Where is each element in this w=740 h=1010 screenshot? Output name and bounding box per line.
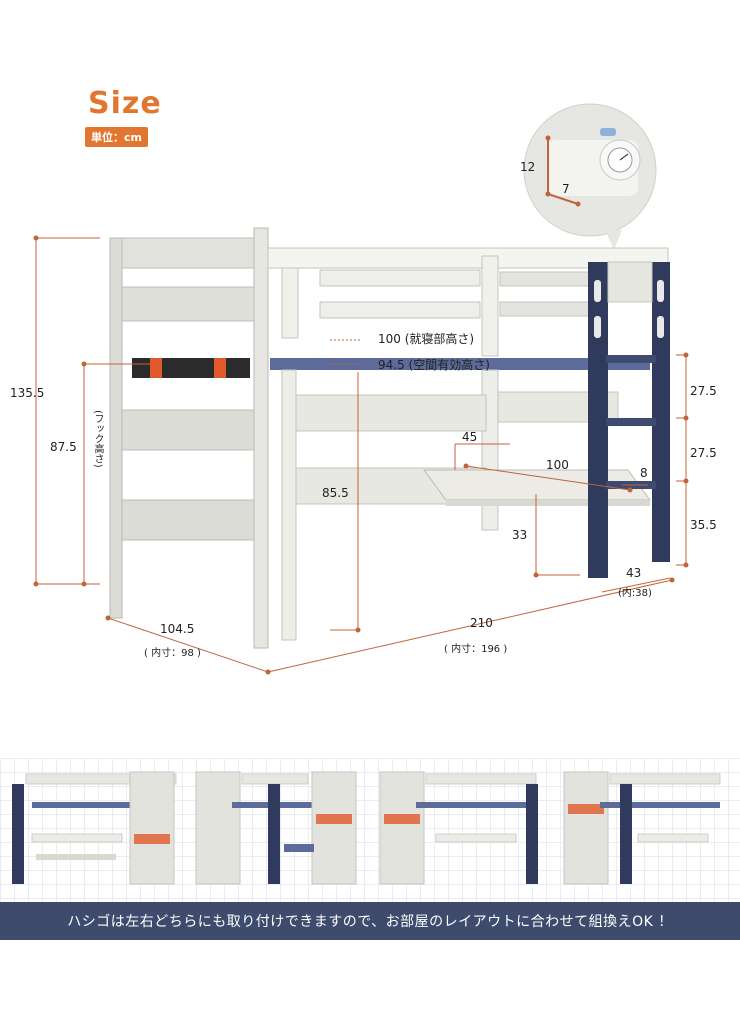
layout-thumb-4 — [563, 771, 721, 885]
desk-width-label: 100 — [546, 458, 569, 472]
hook-height-caption: (フック高さ) — [92, 410, 103, 468]
ladder — [588, 261, 670, 578]
layout-thumb-2 — [195, 771, 357, 885]
clock-inset — [523, 103, 657, 250]
bed-diagram — [33, 103, 689, 675]
desk-height-label: 33 — [512, 528, 528, 542]
total-height-label: 135.5 — [10, 386, 45, 400]
depth-label: 104.5 — [160, 622, 195, 636]
layout-thumb-3 — [379, 771, 538, 885]
size-title: Size — [88, 86, 162, 121]
hook-height-label: 87.5 — [50, 440, 77, 454]
desk-depth-label: 45 — [462, 430, 478, 444]
left-end-panel — [109, 227, 269, 649]
length-label: 210 — [470, 616, 493, 630]
length-inner-label: ( 内寸：196 ) — [444, 644, 508, 655]
desk-thickness-label: 8 — [640, 466, 648, 480]
clock-depth-label: 7 — [562, 182, 570, 196]
ladder-step-3-label: 35.5 — [690, 518, 717, 532]
ladder-inner-label: (内:38) — [618, 588, 652, 599]
clock-height-label: 12 — [520, 160, 536, 174]
banner-text: ハシゴは左右どちらにも取り付けできますので、お部屋のレイアウトに合わせて組換えO… — [67, 914, 673, 930]
layout-thumb-1 — [12, 771, 177, 885]
ladder-step-1-label: 27.5 — [690, 384, 717, 398]
ladder-width-label: 43 — [626, 566, 642, 580]
ladder-step-2-label: 27.5 — [690, 446, 717, 460]
dimension-lines — [33, 235, 689, 675]
bed-height-label: 100 (就寝部高さ) — [378, 332, 475, 346]
depth-inner-label: ( 内寸：98 ) — [144, 648, 201, 659]
underside-height-label: 85.5 — [322, 486, 349, 500]
layout-note-banner: ハシゴは左右どちらにも取り付けできますので、お部屋のレイアウトに合わせて組換えO… — [0, 902, 740, 940]
unit-badge: 単位：cm — [85, 127, 148, 147]
usable-height-label: 94.5 (空間有効高さ) — [378, 358, 490, 372]
